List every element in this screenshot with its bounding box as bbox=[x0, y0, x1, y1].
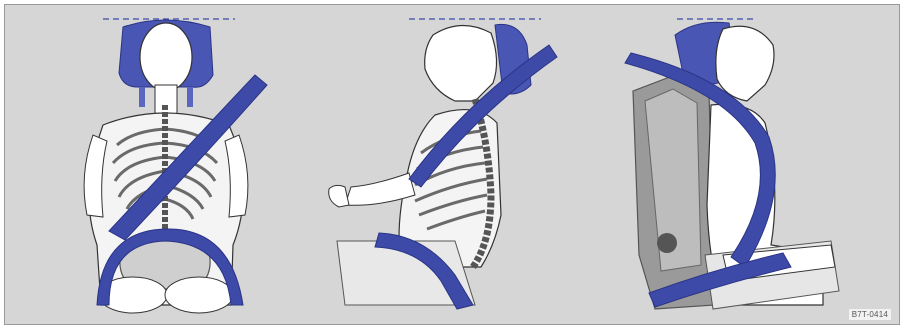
panel-side-seat-view bbox=[605, 5, 900, 325]
head bbox=[425, 25, 497, 101]
head bbox=[140, 23, 192, 91]
image-code-label: B7T-0414 bbox=[849, 309, 891, 320]
figure-frame: B7T-0414 bbox=[4, 4, 900, 325]
head bbox=[716, 26, 774, 101]
panel-front-view bbox=[5, 5, 305, 325]
panel-side-skeleton-view bbox=[305, 5, 605, 325]
